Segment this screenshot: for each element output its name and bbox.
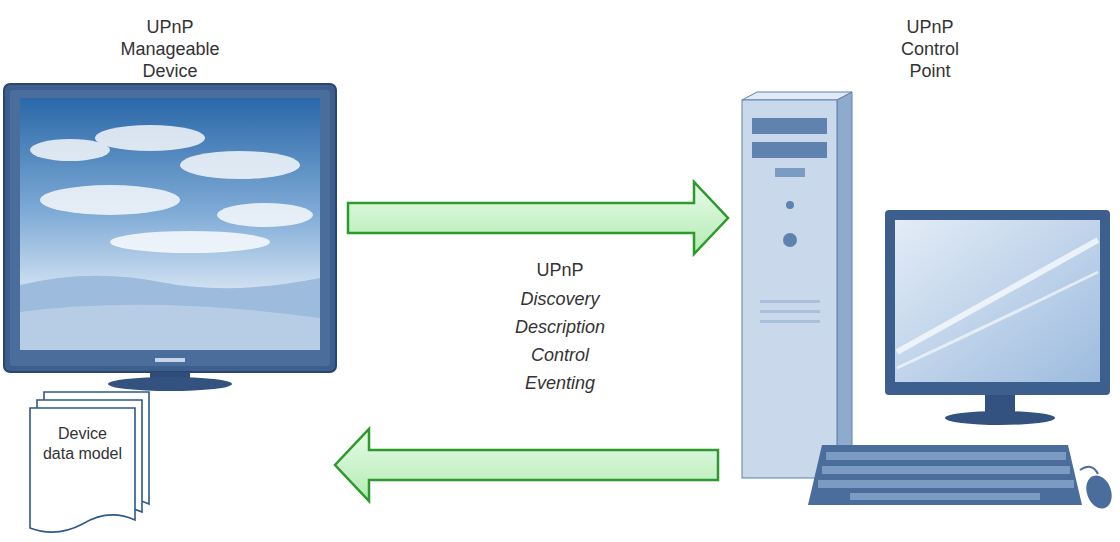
protocol-steps: Discovery Description Control Eventing [504, 285, 616, 397]
device-heading: UPnP Manageable Device [114, 10, 226, 82]
control-point: UPnP Control Point [745, 10, 1115, 510]
block-arrow [335, 429, 718, 501]
pc-illustration [742, 92, 1116, 512]
label-holder: UPnP [504, 256, 616, 284]
tv-illustration [4, 84, 336, 391]
document-stack-outline [28, 390, 153, 536]
data-model-document: Device data model [28, 390, 153, 536]
block-arrow [348, 182, 728, 254]
protocol-name: UPnP [504, 256, 616, 284]
document-label: Device data model [43, 424, 123, 464]
device-heading: UPnP Control Point [882, 10, 978, 82]
document-page [30, 408, 135, 532]
label-holder: Discovery Description Control Eventing [504, 285, 616, 397]
